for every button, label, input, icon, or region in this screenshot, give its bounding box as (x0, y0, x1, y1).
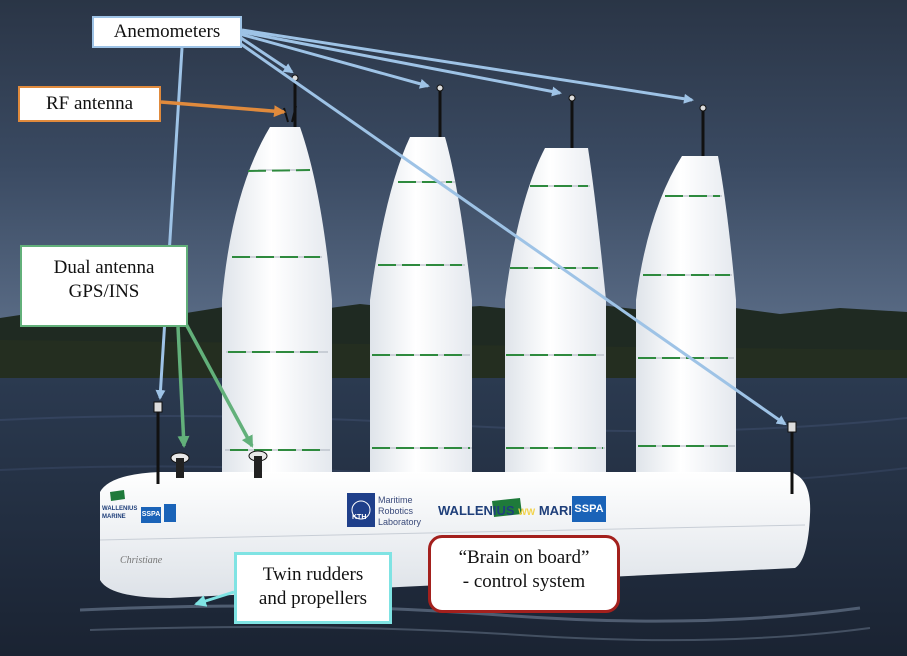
wallenius-small-logo: WALLENIUS MARINE (102, 505, 137, 521)
kth-logo-icon (347, 493, 375, 527)
sail-4 (636, 156, 736, 472)
sail-2 (370, 137, 472, 472)
anemometer-mast-4 (699, 104, 707, 156)
anemometer-mast-3 (568, 94, 576, 148)
sspa-small-logo: SSPA (141, 507, 161, 523)
sail-1 (222, 127, 332, 472)
kth-line1: Maritime (378, 495, 413, 505)
rudder-arrow (194, 590, 235, 607)
rudders-label: Twin rudders and propellers (234, 552, 392, 624)
sspa-logo: SSPA (572, 496, 606, 522)
deck-anemometer-right (787, 421, 797, 494)
wallenius-small-flag-icon (110, 490, 125, 501)
rf-antenna-label: RF antenna (18, 86, 161, 122)
anemometers-text: Anemometers (113, 21, 221, 42)
wallenius-small-word: WALLENIUS (102, 506, 138, 512)
deck-anemometer-left (153, 401, 163, 484)
anemometer-arrows (155, 28, 787, 426)
marine-small-word: MARINE (102, 514, 126, 520)
gps-arrows (176, 323, 254, 448)
gps-ins-label: Dual antenna GPS/INS (20, 245, 188, 327)
sail-3 (505, 148, 606, 472)
brain-line1: “Brain on board” (458, 547, 590, 568)
kth-logo-text: KTH (352, 514, 367, 521)
brain-on-board-label: “Brain on board” - control system (428, 535, 620, 613)
anemometers-label: Anemometers (92, 16, 242, 48)
boat-name: Christiane (120, 555, 163, 566)
wallenius-flag-text: WW (518, 507, 536, 517)
wallenius-word: WALLENIUS (438, 503, 515, 518)
wallenius-flag-icon (492, 498, 522, 517)
gps-line2: GPS/INS (68, 281, 140, 302)
anemometer-mast-2 (436, 84, 444, 137)
kth-line2: Robotics (378, 506, 414, 516)
gps-antenna-1 (170, 452, 190, 478)
kth-hull-text: Maritime Robotics Laboratory (378, 495, 421, 528)
brain-line2: - control system (462, 571, 586, 592)
gps-line1: Dual antenna (53, 257, 155, 278)
rudders-line2: and propellers (258, 588, 368, 609)
rf-antenna-text: RF antenna (45, 93, 134, 114)
rudders-line1: Twin rudders (262, 564, 364, 585)
kth-line3: Laboratory (378, 517, 422, 527)
gps-antenna-2 (248, 450, 268, 478)
sspa-small-badge (164, 504, 176, 522)
rf-antenna-arrow (160, 100, 286, 118)
wallenius-marine-logo: WALLENIUS WW MARINE (438, 503, 590, 518)
